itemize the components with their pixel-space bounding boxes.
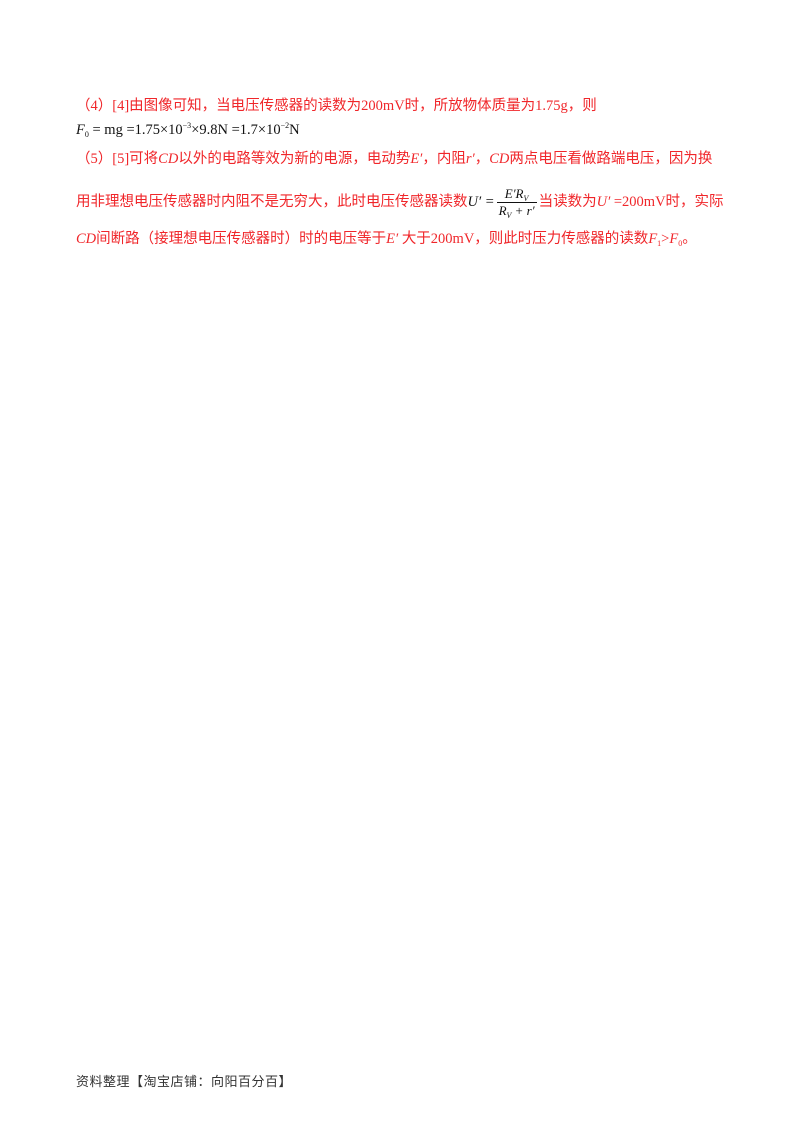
part4-text: 由图像可知，当电压传感器的读数为200mV时，所放物体质量为1.75g，则 bbox=[129, 98, 597, 114]
text: 用非理想电压传感器时内阻不是无穷大，此时电压传感器读数 bbox=[76, 194, 468, 210]
formula-lhs: U′ = bbox=[467, 194, 495, 210]
emf-symbol: E′ bbox=[386, 231, 399, 247]
denominator-subscript: V bbox=[506, 211, 512, 221]
cd-symbol: CD bbox=[76, 231, 97, 247]
force-symbol: F bbox=[648, 231, 658, 247]
period: 。 bbox=[682, 231, 697, 247]
text: 可将 bbox=[129, 151, 159, 167]
emf-symbol: E′ bbox=[410, 151, 423, 167]
equation-unit: N bbox=[289, 122, 300, 138]
equation-mid: = mg =1.75×10 bbox=[92, 122, 183, 138]
text: 两点电压看做路端电压，因为换 bbox=[509, 151, 713, 167]
part5-label: （5）[5] bbox=[76, 151, 130, 167]
resistance-symbol: r′ bbox=[465, 151, 475, 167]
cd-symbol: CD bbox=[489, 151, 510, 167]
force-subscript: 1 bbox=[657, 239, 662, 248]
part5-line1: （5）[5]可将CD以外的电路等效为新的电源，电动势E′，内阻r′，CD两点电压… bbox=[76, 150, 712, 168]
force-symbol: F bbox=[669, 231, 679, 247]
voltage-symbol: U′ bbox=[596, 194, 611, 210]
denominator-rest: + r′ bbox=[511, 203, 535, 219]
fraction-denominator: R bbox=[498, 203, 507, 219]
text: 当读数为 bbox=[538, 194, 597, 210]
greater-than: > bbox=[661, 231, 670, 247]
equation-mid2: ×9.8N =1.7×10 bbox=[191, 122, 281, 138]
cd-symbol: CD bbox=[158, 151, 179, 167]
text: 间断路（接理想电压传感器时）时的电压等于 bbox=[96, 231, 387, 247]
text: =200mV时，实际 bbox=[610, 194, 724, 210]
force-subscript: 0 bbox=[678, 239, 683, 248]
text: 大于200mV，则此时压力传感器的读数 bbox=[398, 231, 649, 247]
text: ，内阻 bbox=[422, 151, 466, 167]
text: 以外的电路等效为新的电源，电动势 bbox=[178, 151, 411, 167]
force-subscript: 0 bbox=[84, 130, 89, 139]
part4-label: （4）[4] bbox=[76, 98, 130, 114]
part5-line3: CD间断路（接理想电压传感器时）时的电压等于E′ 大于200mV，则此时压力传感… bbox=[76, 230, 697, 248]
footer-source: 资料整理【淘宝店铺：向阳百分百】 bbox=[76, 1075, 293, 1090]
text: ， bbox=[474, 151, 490, 167]
exponent-1: −3 bbox=[182, 121, 192, 130]
exponent-2: −2 bbox=[280, 121, 290, 130]
force-symbol: F bbox=[76, 122, 85, 138]
numerator-subscript: V bbox=[523, 194, 529, 204]
fraction-numerator: E′R bbox=[504, 186, 524, 202]
part4-equation: F0 = mg =1.75×10−3×9.8N =1.7×10−2N bbox=[76, 121, 300, 139]
part4-statement: （4）[4]由图像可知，当电压传感器的读数为200mV时，所放物体质量为1.75… bbox=[76, 97, 597, 115]
